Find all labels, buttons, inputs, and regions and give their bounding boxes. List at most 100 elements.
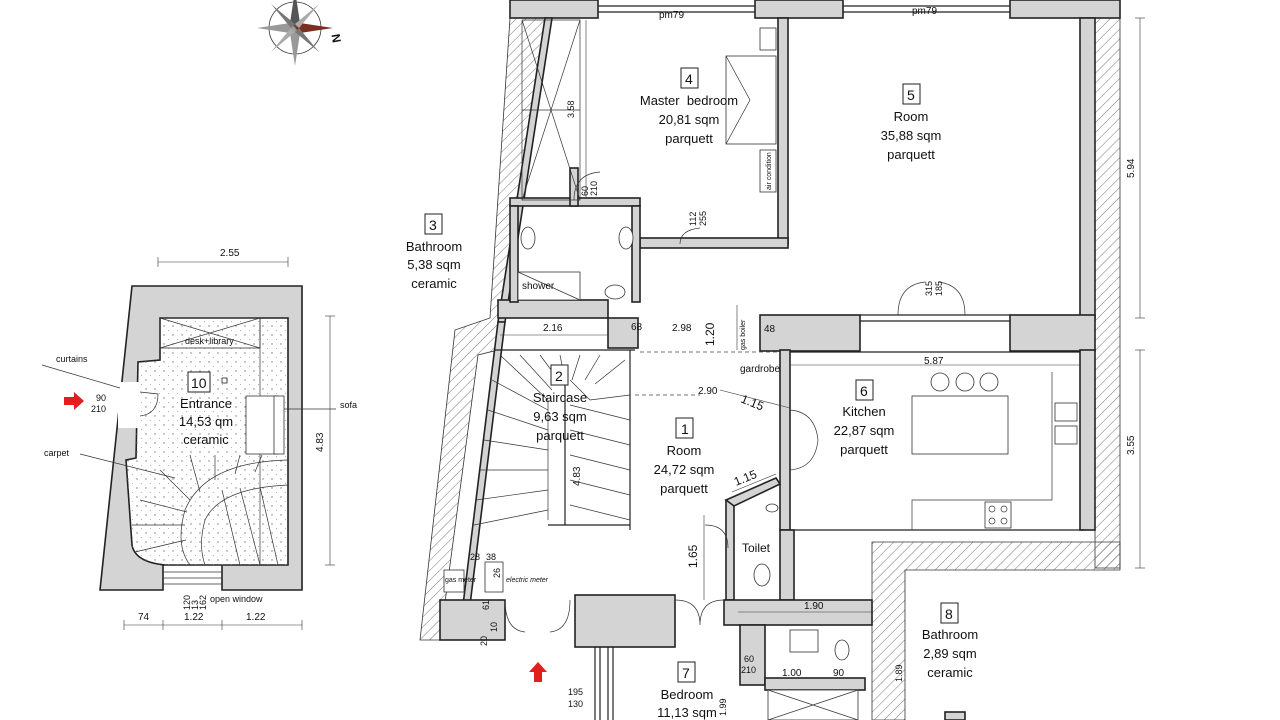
dim-5-87: 5.87 [924,356,944,367]
dim-bottom-122b: 1.22 [246,612,266,623]
dim-window-162: 162 [198,595,208,610]
dim-210: 210 [589,181,599,196]
room-area-bathroom-3: 5,38 sqm [407,257,460,272]
dim-28: 28 [470,552,480,562]
label-gas-boiler: gas boiler [740,319,747,350]
label-open-window: open window [210,594,263,604]
dim-1-20: 1.20 [703,322,717,346]
dim-195: 195 [568,687,583,697]
room-floor-entrance: ceramic [183,432,229,447]
dim-20: 20 [479,636,489,646]
room-floor-staircase: parquett [536,428,584,443]
room-floor-kitchen: parquett [840,442,888,457]
label-air-condition: air condition [766,152,773,190]
room-area-entrance: 14,53 qm [179,414,233,429]
room-floor-room-5: parquett [887,147,935,162]
entrance-arrow-icon [64,392,84,410]
room-area-kitchen: 22,87 sqm [834,423,895,438]
room-name-kitchen: Kitchen [842,404,885,419]
dim-315: 315 [924,281,934,296]
main-entrance-arrow-icon [529,662,547,682]
room-name-bedroom-7: Bedroom [661,687,714,702]
room-number-4: 4 [685,71,693,87]
room-floor-room-1: parquett [660,481,708,496]
dim-60-b: 60 [744,654,754,664]
label-shower: shower [522,281,555,292]
dim-10: 10 [489,622,499,632]
dim-window-13: 13 [190,600,200,610]
dim-bottom-122a: 1.22 [184,612,204,623]
room-name-room-1: Room [667,443,702,458]
dim-window-120: 120 [182,595,192,610]
dim-bottom-74: 74 [138,612,150,623]
dim-90: 90 [833,668,845,679]
room-area-room-5: 35,88 sqm [881,128,942,143]
label-curtains: curtains [56,354,88,364]
dim-entrance-height: 4.83 [315,432,326,452]
dim-1-99: 1.99 [718,698,728,716]
label-carpet: carpet [44,448,70,458]
room-area-room-1: 24,72 sqm [654,462,715,477]
label-sofa: sofa [340,400,357,410]
dim-130: 130 [568,699,583,709]
dim-68: 68 [631,322,643,333]
room-name-bathroom-8: Bathroom [922,627,978,642]
room-name-entrance: Entrance [180,396,232,411]
room-area-bathroom-8: 2,89 sqm [923,646,976,661]
main-plan [419,0,1145,720]
staircase-drawing [473,349,635,530]
dim-5-94: 5.94 [1126,158,1137,178]
label-pm79-b: pm79 [912,6,937,17]
label-electric-meter: electric meter [506,577,549,584]
room-number-2: 2 [555,368,563,384]
room-number-6: 6 [860,383,868,399]
dim-1-15-b: 1.15 [732,467,759,489]
room-number-3: 3 [429,217,437,233]
label-toilet: Toilet [742,541,771,555]
dim-3-55: 3.55 [1126,435,1137,455]
room-floor-master-bedroom: parquett [665,131,713,146]
dim-1-65: 1.65 [686,544,700,568]
room-area-staircase: 9,63 sqm [533,409,586,424]
room-number-1: 1 [681,421,689,437]
dim-entrance-width: 2.55 [220,248,240,259]
room-number-7: 7 [682,665,690,681]
dim-door-height: 210 [91,404,106,414]
room-number-10: 10 [191,375,207,391]
dim-210-b: 210 [741,665,756,675]
room-name-bathroom-3: Bathroom [406,239,462,254]
dim-60: 60 [580,186,590,196]
room-area-bedroom-7: 11,13 sqm [657,705,717,720]
dim-1-15-a: 1.15 [739,392,766,414]
dim-2-90: 2.90 [698,386,718,397]
dim-1-89: 1.89 [894,664,904,682]
room-floor-bathroom-8: ceramic [927,665,973,680]
room-name-room-5: Room [894,109,929,124]
compass-north-label: N [328,33,343,44]
entrance-plan: 2.55 desk+library curtains 90 210 carpet… [41,248,357,630]
dim-2-98: 2.98 [672,323,692,334]
dim-61: 61 [481,600,491,610]
label-pm79-a: pm79 [659,10,684,21]
dim-2-16: 2.16 [543,323,563,334]
dim-255: 255 [698,211,708,226]
room-floor-bathroom-3: ceramic [411,276,457,291]
dim-112: 112 [688,212,698,226]
dim-1-90: 1.90 [804,601,824,612]
room-name-master-bedroom: Master bedroom [640,93,738,108]
dim-door-width: 90 [96,393,106,403]
room-number-5: 5 [907,87,915,103]
label-gas-meter: gas meter [445,577,477,584]
dim-1-00: 1.00 [782,668,802,679]
room-name-staircase: Staircase [533,390,587,405]
dim-4-83: 4.83 [572,466,583,486]
dim-48: 48 [764,324,776,335]
dim-38: 38 [486,552,496,562]
dim-3-58: 3.58 [566,100,576,118]
dim-185: 185 [934,281,944,296]
compass-icon [257,0,333,66]
label-desk-library: desk+library [185,336,234,346]
room-number-8: 8 [945,606,953,622]
room-area-master-bedroom: 20,81 sqm [659,112,720,127]
